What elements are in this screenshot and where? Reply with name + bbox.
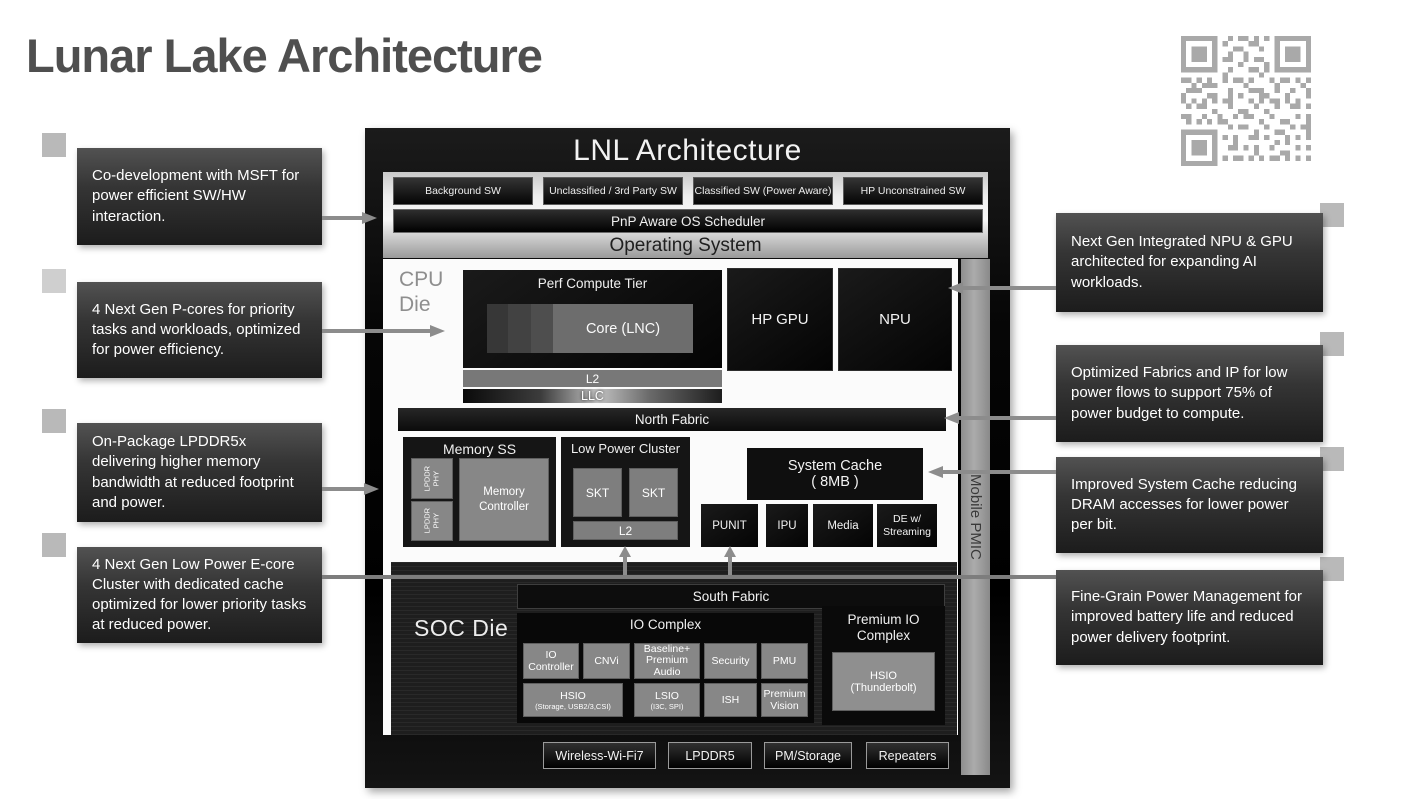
sw-box-background: Background SW bbox=[393, 177, 533, 205]
callout-text: Fine-Grain Power Management for improved… bbox=[1071, 588, 1302, 646]
north-fabric-bar: North Fabric bbox=[398, 408, 946, 431]
lpddr-phy-label: LPDDR PHY bbox=[422, 465, 440, 492]
connector-line bbox=[943, 470, 1056, 474]
core-slab bbox=[487, 304, 508, 353]
callout-ecore-cluster: 4 Next Gen Low Power E-core Cluster with… bbox=[77, 547, 322, 643]
pm-storage-box: PM/Storage bbox=[764, 742, 852, 769]
repeaters-box: Repeaters bbox=[866, 742, 949, 769]
callout-text: Improved System Cache reducing DRAM acce… bbox=[1071, 475, 1297, 534]
hsio-thunderbolt-box: HSIO (Thunderbolt) bbox=[832, 652, 935, 711]
callout-text: 4 Next Gen P-cores for priority tasks an… bbox=[92, 300, 301, 359]
callout-npu-gpu: Next Gen Integrated NPU & GPU architecte… bbox=[1056, 213, 1323, 312]
callout-pcores: 4 Next Gen P-cores for priority tasks an… bbox=[77, 282, 322, 378]
sw-box-unclassified: Unclassified / 3rd Party SW bbox=[543, 177, 683, 205]
connector-line bbox=[322, 216, 362, 220]
decor-square bbox=[1320, 447, 1344, 471]
sw-box-hp-unconstrained: HP Unconstrained SW bbox=[843, 177, 983, 205]
callout-text: 4 Next Gen Low Power E-core Cluster with… bbox=[92, 555, 307, 634]
arrow-left-icon bbox=[928, 466, 943, 478]
core-slab bbox=[531, 304, 553, 353]
decor-square bbox=[42, 133, 66, 157]
l2-bar: L2 bbox=[463, 370, 722, 387]
system-cache-box: System Cache ( 8MB ) bbox=[747, 448, 923, 500]
callout-text: Co-development with MSFT for power effic… bbox=[92, 167, 300, 225]
media-box: Media bbox=[813, 504, 873, 547]
decor-square bbox=[42, 533, 66, 557]
lnl-diagram-title: LNL Architecture bbox=[573, 134, 802, 167]
llc-bar: LLC bbox=[463, 389, 722, 403]
arrow-right-icon bbox=[430, 325, 445, 337]
callout-text: Optimized Fabrics and IP for low power f… bbox=[1071, 364, 1288, 422]
arrow-up-icon bbox=[724, 546, 736, 557]
hsio-box: HSIO (Storage, USB2/3,CSI) bbox=[523, 683, 623, 717]
arrow-left-icon bbox=[948, 282, 963, 294]
soc-die-label: SOC Die bbox=[414, 615, 509, 641]
decor-square bbox=[42, 269, 66, 293]
connector-line-power bbox=[322, 575, 1056, 579]
premium-io-complex-title: Premium IO Complex bbox=[847, 612, 920, 644]
punit-box: PUNIT bbox=[701, 504, 758, 547]
qr-code bbox=[1181, 36, 1311, 166]
npu-box: NPU bbox=[838, 268, 952, 371]
security-box: Security bbox=[704, 643, 757, 679]
callout-text: On-Package LPDDR5x delivering higher mem… bbox=[92, 433, 294, 511]
decor-square bbox=[1320, 332, 1344, 356]
lpddr-phy-box: LPDDR PHY bbox=[411, 501, 453, 541]
callout-power-mgmt: Fine-Grain Power Management for improved… bbox=[1056, 570, 1323, 665]
arrow-right-icon bbox=[364, 483, 379, 495]
mobile-pmic-bar: Mobile PMIC bbox=[961, 259, 990, 775]
skt-core-box: SKT bbox=[629, 468, 678, 517]
cpu-die-label: CPU Die bbox=[399, 268, 444, 316]
connector-line bbox=[322, 329, 430, 333]
lpddr5-box: LPDDR5 bbox=[668, 742, 752, 769]
callout-system-cache: Improved System Cache reducing DRAM acce… bbox=[1056, 457, 1323, 553]
perf-compute-tier-title: Perf Compute Tier bbox=[537, 276, 648, 291]
decor-square bbox=[1320, 557, 1344, 581]
premium-vision-box: Premium Vision bbox=[761, 683, 808, 717]
callout-fabrics: Optimized Fabrics and IP for low power f… bbox=[1056, 345, 1323, 442]
io-complex-title: IO Complex bbox=[629, 617, 702, 632]
callout-lpddr5x: On-Package LPDDR5x delivering higher mem… bbox=[77, 423, 322, 522]
core-lnc-box: Core (LNC) bbox=[553, 304, 693, 353]
memory-ss-title: Memory SS bbox=[442, 441, 517, 457]
ipu-box: IPU bbox=[766, 504, 808, 547]
connector-stem bbox=[623, 557, 627, 575]
callout-text: Next Gen Integrated NPU & GPU architecte… bbox=[1071, 233, 1293, 291]
lsio-box: LSIO (I3C, SPI) bbox=[634, 683, 700, 717]
arrow-left-icon bbox=[944, 412, 959, 424]
sw-box-classified: Classified SW (Power Aware) bbox=[693, 177, 833, 205]
callout-msft-codev: Co-development with MSFT for power effic… bbox=[77, 148, 322, 245]
core-slab bbox=[508, 304, 531, 353]
page-title: Lunar Lake Architecture bbox=[26, 29, 543, 82]
pmu-box: PMU bbox=[761, 643, 808, 679]
decor-square bbox=[1320, 203, 1344, 227]
operating-system-label: Operating System bbox=[609, 234, 762, 256]
lpddr-phy-label: LPDDR PHY bbox=[422, 508, 440, 534]
connector-line bbox=[959, 416, 1056, 420]
pnp-scheduler-bar: PnP Aware OS Scheduler bbox=[393, 209, 983, 233]
lpc-l2-bar: L2 bbox=[573, 521, 678, 540]
lpddr-phy-box: LPDDR PHY bbox=[411, 458, 453, 499]
connector-line bbox=[963, 286, 1056, 290]
decor-square bbox=[42, 409, 66, 433]
hp-gpu-box: HP GPU bbox=[727, 268, 833, 371]
audio-box: Baseline+ Premium Audio bbox=[634, 643, 700, 679]
arrow-up-icon bbox=[619, 546, 631, 557]
cnvi-box: CNVi bbox=[583, 643, 630, 679]
low-power-cluster-title: Low Power Cluster bbox=[570, 441, 681, 456]
connector-line bbox=[322, 487, 364, 491]
arrow-right-icon bbox=[362, 212, 377, 224]
connector-stem bbox=[728, 557, 732, 575]
memory-controller-box: Memory Controller bbox=[459, 458, 549, 541]
de-streaming-box: DE w/ Streaming bbox=[877, 504, 937, 547]
wifi7-box: Wireless-Wi-Fi7 bbox=[543, 742, 656, 769]
skt-core-box: SKT bbox=[573, 468, 622, 517]
io-controller-box: IO Controller bbox=[523, 643, 579, 679]
ish-box: ISH bbox=[704, 683, 757, 717]
south-fabric-bar: South Fabric bbox=[517, 584, 945, 609]
